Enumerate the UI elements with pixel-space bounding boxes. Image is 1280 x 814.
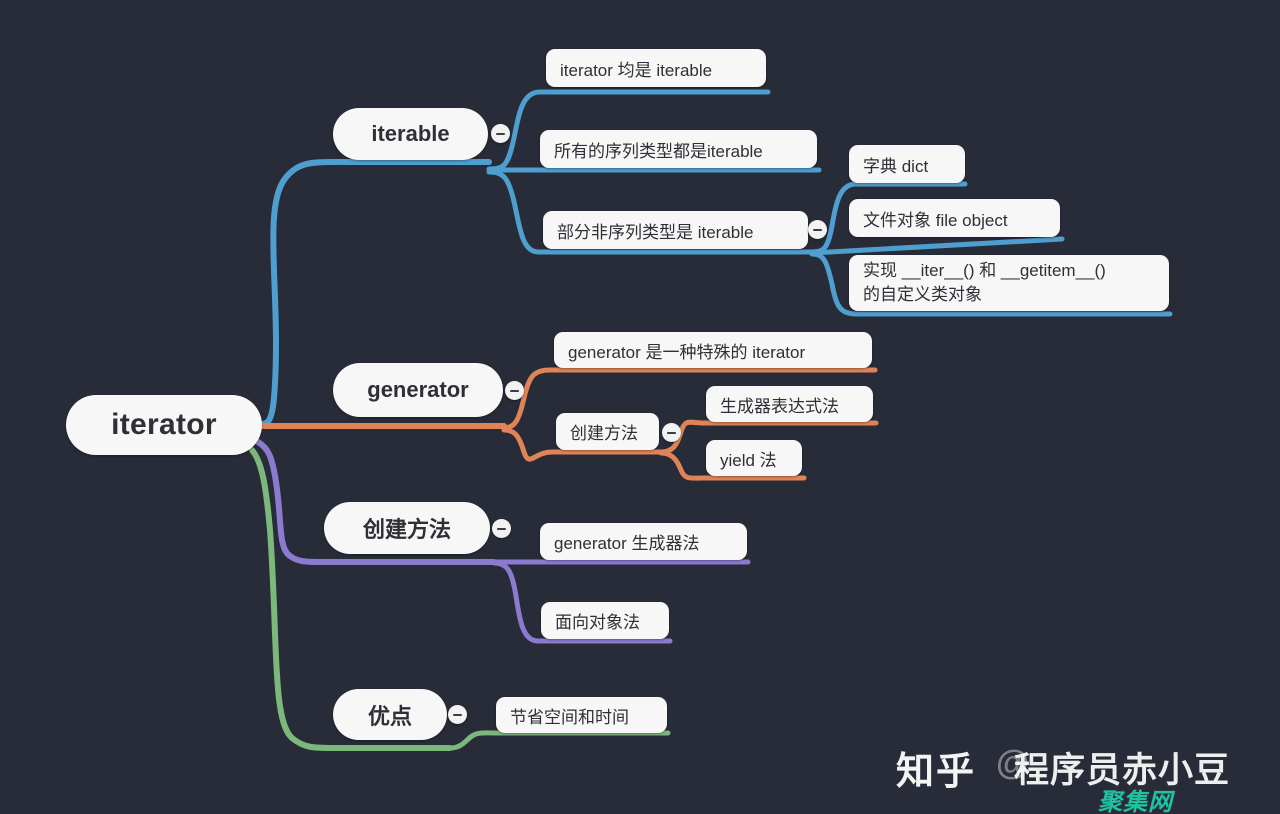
node-leaf-iterator-jun-shi-iterable[interactable]: iterator 均是 iterable [546,49,766,87]
node-branch-iterable[interactable]: iterable [333,108,488,160]
node-branch-iterable-label: iterable [371,121,450,146]
node-branch-chuangjian-label: 创建方法 [362,517,451,542]
watermark-author: 程序员赤小豆 [1014,751,1231,790]
edge-root-to-chuangjian [255,439,327,565]
node-branch-chuangjian-fangfa[interactable]: 创建方法 [324,502,490,554]
node-root-iterator[interactable]: iterator [66,395,262,455]
node-leaf-label-wrapper: 实现 __iter__() 和 __getitem__() 的自定义类对象 [863,259,1106,307]
node-leaf-generator-shengchengqi-fa[interactable]: generator 生成器法 [540,523,747,560]
node-leaf-label: 文件对象 file object [863,210,1008,230]
watermark-platform: 知乎 [896,751,977,793]
edge-root-to-iterable [259,159,336,427]
edge-root-to-youdian [249,447,336,751]
collapse-toggle-generator[interactable] [505,381,524,400]
collapse-toggle-iterable[interactable] [491,124,510,143]
node-leaf-label: yield 法 [720,450,777,470]
node-branch-generator-label: generator [367,377,469,402]
node-leaf-label: 所有的序列类型都是iterable [554,141,763,161]
minus-icon [510,389,519,392]
node-leaf-mianxiang-duixiang-fa[interactable]: 面向对象法 [541,602,669,639]
node-leaf-label: generator 是一种特殊的 iterator [568,342,806,362]
node-leaf-bufen-fei-xulie-leixing[interactable]: 部分非序列类型是 iterable [543,211,808,249]
node-leaf-wenjian-duixiang[interactable]: 文件对象 file object [849,199,1060,237]
node-leaf-jiesheng-kongjian-shijian[interactable]: 节省空间和时间 [496,697,667,733]
edge-child3-to-fileobject [809,236,1065,256]
minus-icon [813,228,822,231]
node-leaf-shixian-iter-getitem[interactable]: 实现 __iter__() 和 __getitem__() 的自定义类对象 [849,255,1169,311]
node-leaf-label-line1: 实现 __iter__() 和 __getitem__() [863,260,1106,280]
minus-icon [497,527,506,530]
node-leaf-label: 字典 dict [863,156,929,176]
node-leaf-label-line2: 的自定义类对象 [863,285,982,304]
node-branch-youdian-label: 优点 [367,703,412,729]
node-leaf-label: 节省空间和时间 [510,707,629,727]
node-leaf-zidian-dict[interactable]: 字典 dict [849,145,965,183]
collapse-toggle-chuangjian-fangfa[interactable] [492,519,511,538]
watermark-at-icon: @ [996,744,1031,782]
node-leaf-suoyou-xulie-leixing[interactable]: 所有的序列类型都是iterable [540,130,817,168]
node-leaf-label: 创建方法 [570,424,638,443]
node-leaf-label: 面向对象法 [555,613,640,632]
node-leaf-chuangjian-fangfa-gen[interactable]: 创建方法 [556,413,659,450]
node-branch-generator[interactable]: generator [333,363,503,417]
collapse-toggle-chuangjian-fangfa-gen[interactable] [662,423,681,442]
watermark-site: 聚集网 [1098,789,1173,814]
collapse-toggle-youdian[interactable] [448,705,467,724]
node-leaf-label: generator 生成器法 [554,534,700,553]
node-leaf-generator-shi-teshu-iterator[interactable]: generator 是一种特殊的 iterator [554,332,872,368]
minus-icon [496,132,505,135]
collapse-toggle-bufen-fei-xulie[interactable] [808,220,827,239]
node-leaf-yield-fa[interactable]: yield 法 [706,440,802,476]
node-branch-youdian[interactable]: 优点 [333,689,447,740]
node-leaf-label: iterator 均是 iterable [560,60,713,80]
node-leaf-label: 部分非序列类型是 iterable [557,222,754,242]
node-root-label: iterator [111,408,217,441]
minus-icon [667,431,676,434]
minus-icon [453,713,462,716]
edge-youdian-to-child [447,730,671,751]
node-leaf-shengchengqi-biaodashi[interactable]: 生成器表达式法 [706,386,873,422]
node-leaf-label: 生成器表达式法 [720,396,839,416]
